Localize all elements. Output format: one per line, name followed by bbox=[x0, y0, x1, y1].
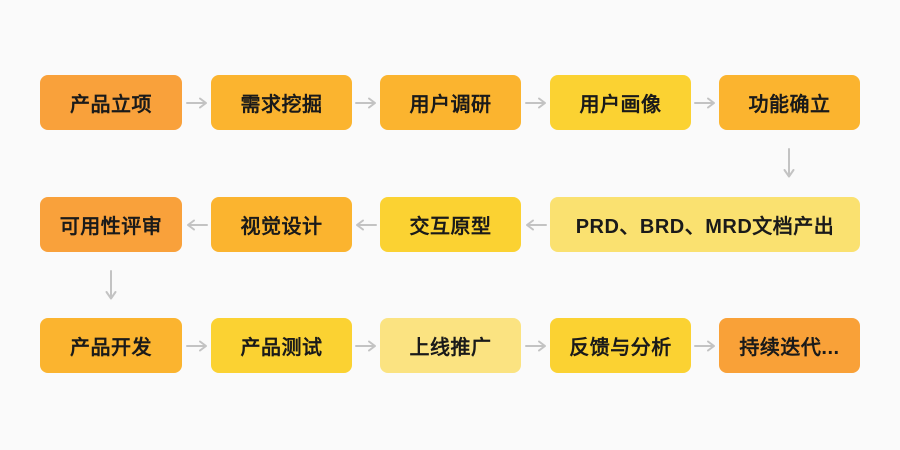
arrow-right-icon bbox=[525, 97, 546, 109]
arrow-right-icon bbox=[355, 340, 376, 352]
node-product-development: 产品开发 bbox=[40, 318, 182, 373]
arrow-left-icon bbox=[356, 219, 377, 231]
arrow-right-icon bbox=[355, 97, 376, 109]
arrow-left-icon bbox=[187, 219, 208, 231]
arrow-right-icon bbox=[186, 340, 207, 352]
arrow-down-icon bbox=[105, 270, 117, 300]
node-feature-definition: 功能确立 bbox=[719, 75, 860, 130]
node-continuous-iteration: 持续迭代... bbox=[719, 318, 860, 373]
arrow-left-icon bbox=[526, 219, 547, 231]
arrow-right-icon bbox=[694, 97, 715, 109]
node-product-initiation: 产品立项 bbox=[40, 75, 182, 130]
node-requirement-mining: 需求挖掘 bbox=[211, 75, 352, 130]
node-usability-review: 可用性评审 bbox=[40, 197, 182, 252]
arrow-right-icon bbox=[186, 97, 207, 109]
node-product-testing: 产品测试 bbox=[211, 318, 352, 373]
arrow-down-icon bbox=[783, 148, 795, 178]
node-launch-promotion: 上线推广 bbox=[380, 318, 521, 373]
node-interaction-prototype: 交互原型 bbox=[380, 197, 521, 252]
arrow-right-icon bbox=[525, 340, 546, 352]
node-user-persona: 用户画像 bbox=[550, 75, 691, 130]
arrow-right-icon bbox=[694, 340, 715, 352]
node-user-research: 用户调研 bbox=[380, 75, 521, 130]
node-visual-design: 视觉设计 bbox=[211, 197, 352, 252]
node-prd-brd-mrd-docs: PRD、BRD、MRD文档产出 bbox=[550, 197, 860, 252]
node-feedback-analysis: 反馈与分析 bbox=[550, 318, 691, 373]
